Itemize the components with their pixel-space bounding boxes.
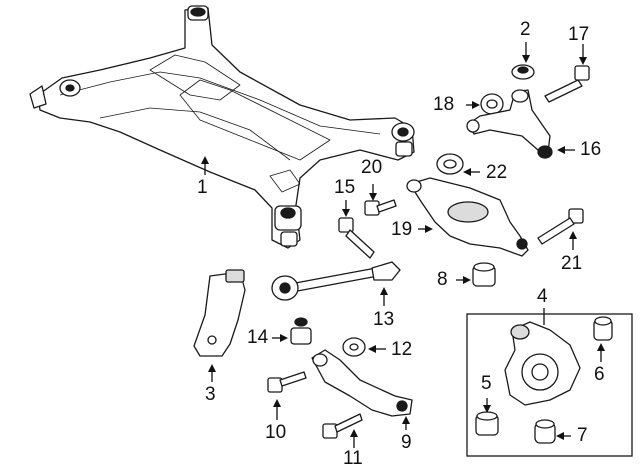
callout-20: 20 (361, 157, 383, 178)
shield-3 (193, 269, 246, 357)
callout-2: 2 (520, 19, 531, 40)
callout-13: 13 (373, 309, 395, 330)
callout-15: 15 (334, 177, 356, 198)
bolt-21 (537, 208, 584, 245)
bushing-6 (593, 316, 613, 341)
callout-18: 18 (433, 94, 455, 115)
callout-5: 5 (481, 373, 492, 394)
callout-8: 8 (437, 269, 448, 290)
callout-4: 4 (537, 286, 548, 307)
callout-3: 3 (205, 384, 216, 405)
knuckle-4 (504, 321, 581, 406)
leader-lines (201, 42, 605, 448)
lower-link-19 (406, 177, 529, 257)
callout-9: 9 (401, 432, 412, 453)
toe-link-13 (271, 261, 401, 301)
bolt-20 (364, 199, 397, 216)
callout-7: 7 (577, 425, 588, 446)
washer-18 (480, 93, 504, 115)
callout-19: 19 (391, 219, 413, 240)
knuckle-inset-frame (466, 313, 633, 457)
callout-6: 6 (594, 364, 605, 385)
nut-14 (290, 317, 312, 345)
callout-10: 10 (265, 422, 287, 443)
bolt-15 (338, 217, 375, 259)
callout-21: 21 (561, 253, 583, 274)
bushing-7 (534, 419, 556, 444)
bolt-10 (267, 371, 307, 393)
callout-17: 17 (568, 24, 590, 45)
callout-11: 11 (343, 448, 363, 469)
callout-16: 16 (580, 139, 602, 160)
washer-12 (342, 337, 366, 357)
bolt-17 (544, 65, 590, 103)
callout-1: 1 (197, 177, 208, 198)
bushing-5 (475, 411, 499, 436)
upper-arm-16 (466, 89, 553, 159)
bushing-8 (472, 262, 496, 287)
washer-2 (511, 64, 535, 80)
bolt-11 (322, 413, 363, 439)
callout-12: 12 (391, 339, 413, 360)
callout-22: 22 (486, 162, 508, 183)
callout-14: 14 (247, 327, 269, 348)
washer-22 (436, 153, 464, 175)
lower-arm-9 (311, 349, 413, 417)
crossmember (29, 5, 415, 249)
